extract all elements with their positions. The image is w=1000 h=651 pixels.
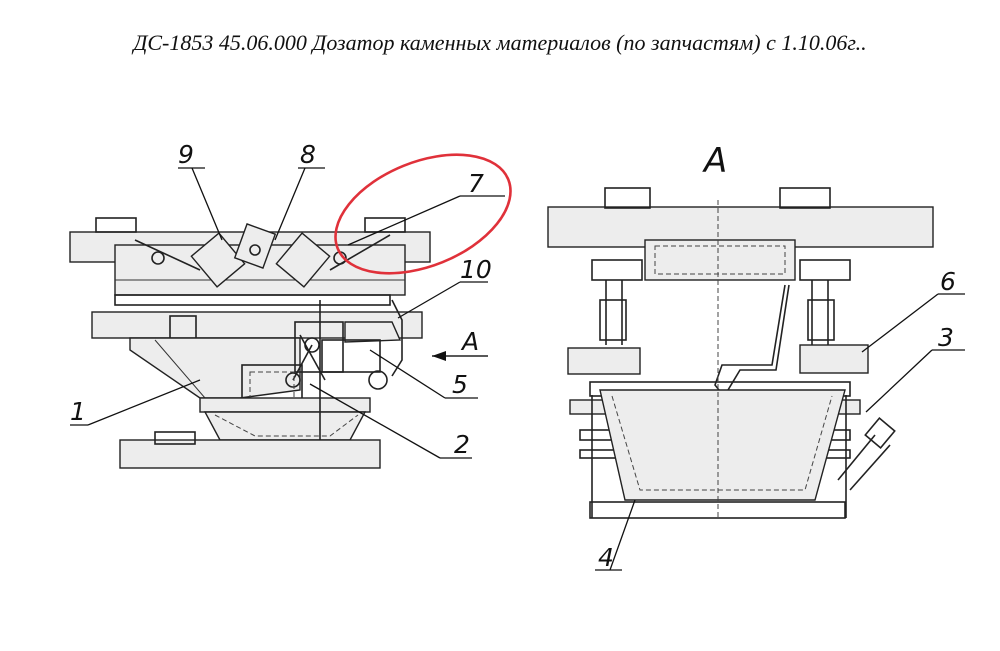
side-bracket — [344, 321, 402, 343]
beam-bracket-left — [95, 217, 137, 233]
callout-10: 10 — [460, 255, 492, 284]
view-arrow-label: А — [460, 327, 479, 356]
side-box-left — [567, 347, 641, 375]
callout-2: 2 — [454, 430, 470, 459]
callout-8: 8 — [300, 140, 316, 169]
front-gate — [644, 239, 796, 281]
callout-leaders — [70, 167, 965, 571]
callout-6: 6 — [940, 267, 956, 296]
callout-9: 9 — [178, 140, 194, 169]
front-hopper — [599, 389, 846, 501]
beam-bracket-right — [364, 217, 406, 233]
hopper-body — [129, 337, 301, 399]
outlet-pipe — [837, 417, 896, 491]
callout-7: 7 — [468, 169, 484, 198]
discharge-chute — [199, 397, 371, 413]
page-title: ДС-1853 45.06.000 Дозатор каменных матер… — [133, 30, 867, 55]
callout-5: 5 — [452, 370, 468, 399]
load-cell-left — [599, 299, 627, 341]
pipe-fitting — [368, 370, 388, 390]
side-view — [69, 217, 431, 469]
callout-3: 3 — [938, 323, 954, 352]
callout-1: 1 — [70, 397, 86, 426]
view-arrow: А — [432, 327, 488, 361]
front-view: А — [547, 141, 934, 520]
gate-linkage — [134, 223, 391, 288]
lever-assembly — [285, 321, 344, 388]
highlight-ellipse — [334, 153, 512, 275]
callout-4: 4 — [598, 543, 614, 572]
view-label: А — [702, 141, 727, 181]
load-cell-right — [807, 299, 835, 341]
side-box-right — [799, 344, 869, 374]
callout-labels: 9 8 7 10 1 5 2 6 3 4 — [70, 140, 956, 572]
